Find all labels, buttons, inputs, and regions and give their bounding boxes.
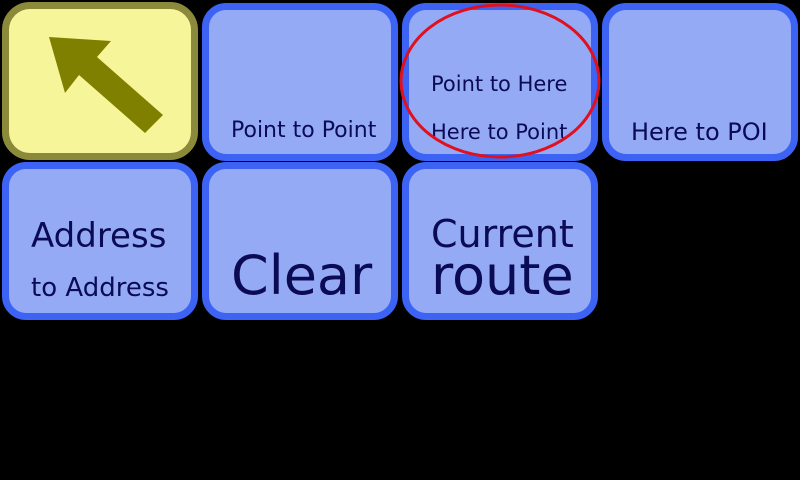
address-label: Address (31, 216, 167, 256)
route-label: route (431, 244, 574, 307)
current-route-button[interactable]: Current route (402, 162, 598, 320)
here-to-poi-button[interactable]: Here to POI (602, 3, 798, 161)
back-button[interactable] (2, 2, 198, 160)
clear-button[interactable]: Clear (202, 162, 398, 320)
current-label: Current (431, 212, 574, 256)
point-to-here-button[interactable]: Point to Here Here to Point (402, 3, 598, 161)
address-to-address-button[interactable]: Address to Address (2, 162, 198, 320)
here-to-point-label: Here to Point (431, 120, 568, 144)
point-to-point-label: Point to Point (231, 118, 377, 143)
point-to-here-label: Point to Here (431, 72, 568, 96)
to-address-label: to Address (31, 273, 169, 303)
here-to-poi-label: Here to POI (631, 118, 768, 146)
back-arrow-icon (49, 37, 163, 133)
clear-label: Clear (231, 244, 373, 307)
point-to-point-button[interactable]: Point to Point (202, 3, 398, 161)
